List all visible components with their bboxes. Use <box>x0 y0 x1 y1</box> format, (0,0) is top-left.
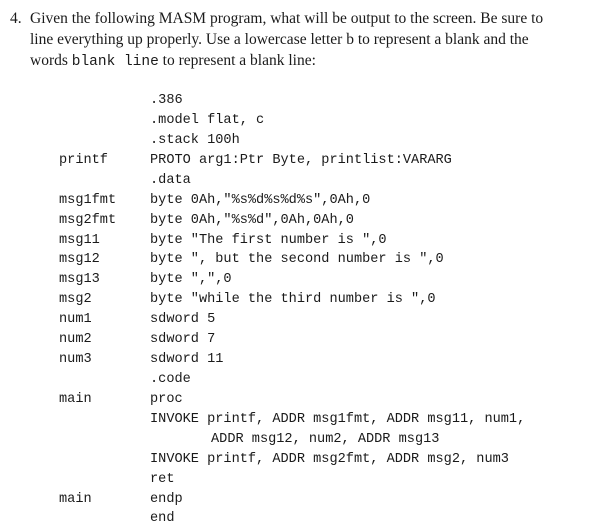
question-text: 4. Given the following MASM program, wha… <box>10 8 585 73</box>
code-row: .model flat, c <box>0 111 602 131</box>
code-label: num2 <box>59 332 92 347</box>
code-label: msg13 <box>59 272 100 287</box>
code-label: msg11 <box>59 233 100 248</box>
code-statement: .code <box>150 372 191 387</box>
question-line-3-pre: words <box>30 52 68 69</box>
code-label: msg12 <box>59 252 100 267</box>
code-statement-continuation: ADDR msg12, num2, ADDR msg13 <box>211 432 440 447</box>
code-row: end <box>0 509 602 529</box>
code-statement: end <box>150 511 175 526</box>
code-label: msg2fmt <box>59 213 117 228</box>
code-statement: proc <box>150 392 183 407</box>
code-label: main <box>59 392 92 407</box>
code-statement: endp <box>150 492 183 507</box>
code-row: num1 sdword 5 <box>0 310 602 330</box>
question-line-2: line everything up properly. Use a lower… <box>30 31 529 48</box>
code-row: INVOKE printf, ADDR msg1fmt, ADDR msg11,… <box>0 410 602 430</box>
code-statement: INVOKE printf, ADDR msg2fmt, ADDR msg2, … <box>150 452 509 467</box>
code-row: msg12 byte ", but the second number is "… <box>0 250 602 270</box>
code-row: .code <box>0 370 602 390</box>
code-row: msg2fmt byte 0Ah,"%s%d",0Ah,0Ah,0 <box>0 211 602 231</box>
code-statement: .386 <box>150 93 183 108</box>
code-label: main <box>59 492 92 507</box>
code-row: msg2 byte "while the third number is ",0 <box>0 290 602 310</box>
code-label: num1 <box>59 312 92 327</box>
code-row: msg1fmt byte 0Ah,"%s%d%s%d%s",0Ah,0 <box>0 191 602 211</box>
code-row: msg11 byte "The first number is ",0 <box>0 231 602 251</box>
code-row: num2 sdword 7 <box>0 330 602 350</box>
code-row: .stack 100h <box>0 131 602 151</box>
code-row: msg13 byte ",",0 <box>0 270 602 290</box>
code-label: msg2 <box>59 292 92 307</box>
code-statement: .data <box>150 173 191 188</box>
code-statement: byte ",",0 <box>150 272 232 287</box>
code-statement: byte "while the third number is ",0 <box>150 292 436 307</box>
code-label: printf <box>59 153 108 168</box>
code-label: msg1fmt <box>59 193 117 208</box>
code-row: main proc <box>0 390 602 410</box>
code-statement: INVOKE printf, ADDR msg1fmt, ADDR msg11,… <box>150 412 526 427</box>
code-statement: ret <box>150 472 175 487</box>
code-statement: sdword 7 <box>150 332 216 347</box>
code-row: INVOKE printf, ADDR msg2fmt, ADDR msg2, … <box>0 450 602 470</box>
code-row: num3 sdword 11 <box>0 350 602 370</box>
code-statement: byte 0Ah,"%s%d%s%d%s",0Ah,0 <box>150 193 371 208</box>
code-row: printf PROTO arg1:Ptr Byte, printlist:VA… <box>0 151 602 171</box>
question-line-3: words blank line to represent a blank li… <box>30 50 585 73</box>
question-line-1: Given the following MASM program, what w… <box>30 10 544 27</box>
code-row: main endp <box>0 490 602 510</box>
code-statement: byte "The first number is ",0 <box>150 233 387 248</box>
code-row: .386 <box>0 91 602 111</box>
question-line-3-post: to represent a blank line: <box>162 52 316 69</box>
code-statement: .stack 100h <box>150 133 240 148</box>
code-statement: .model flat, c <box>150 113 265 128</box>
code-label: num3 <box>59 352 92 367</box>
code-row: ADDR msg12, num2, ADDR msg13 <box>0 430 602 450</box>
code-statement: byte 0Ah,"%s%d",0Ah,0Ah,0 <box>150 213 354 228</box>
code-row: ret <box>0 470 602 490</box>
inline-code-blank-line: blank line <box>71 54 159 70</box>
question-number: 4. <box>10 10 22 27</box>
code-statement: byte ", but the second number is ",0 <box>150 252 444 267</box>
code-statement: sdword 11 <box>150 352 224 367</box>
code-statement: PROTO arg1:Ptr Byte, printlist:VARARG <box>150 153 452 168</box>
code-statement: sdword 5 <box>150 312 216 327</box>
code-row: .data <box>0 171 602 191</box>
